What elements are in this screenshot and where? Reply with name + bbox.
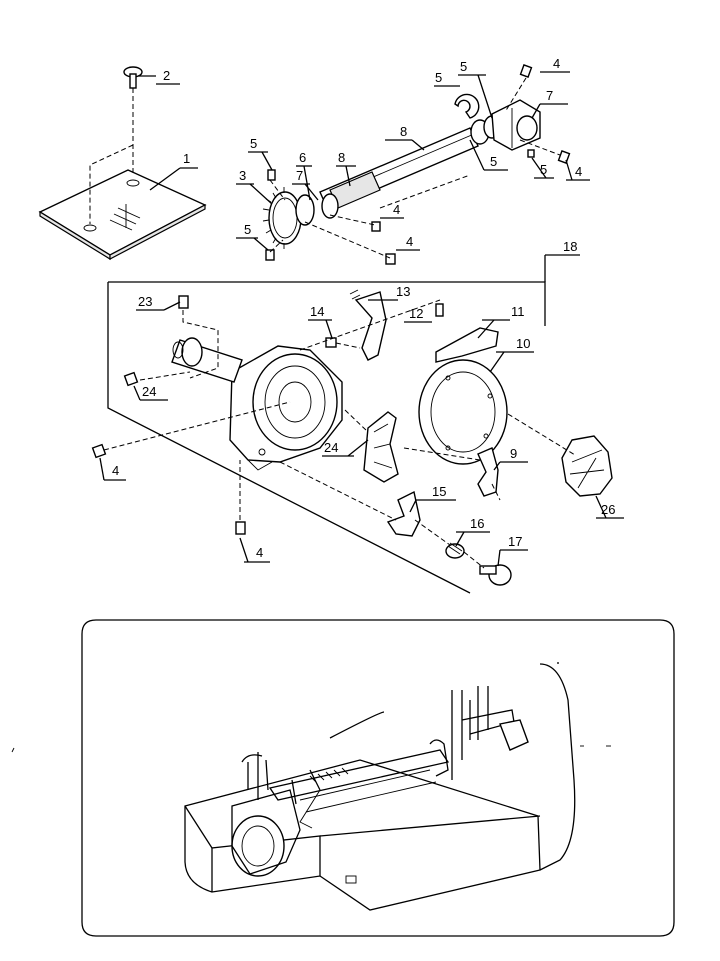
callout-5-right: 5 [531,157,554,179]
callout-15: 9 [493,446,528,471]
svg-text:15: 15 [432,484,446,499]
svg-text:9: 9 [510,446,517,461]
svg-text:7: 7 [546,88,553,103]
callout-17: 16 [455,516,490,547]
latch-16 [386,490,421,537]
callout-11: 5 [469,139,508,171]
svg-text:4: 4 [256,545,263,560]
svg-text:4: 4 [393,202,400,217]
svg-text:5: 5 [490,154,497,169]
base-shaft [171,337,243,383]
callout-14: 18 [544,239,580,282]
callout-8: 8 [336,150,356,187]
callout-16: 15 [409,484,456,513]
retaining-ring [454,93,480,119]
bobbin-holder-plate [363,411,399,483]
callout-23: 14 [308,304,333,339]
svg-text:7: 7 [296,168,303,183]
callout-4-top: 4 [540,56,570,73]
callout-24-top: 23 [136,294,181,311]
svg-text:1: 1 [183,151,190,166]
callout-21: 12 [404,306,432,323]
race-cover [435,327,499,363]
callout-25: 24 [322,439,369,457]
callout-6: 6 [296,150,312,201]
svg-text:5: 5 [244,222,251,237]
svg-text:8: 8 [338,150,345,165]
svg-text:6: 6 [299,150,306,165]
svg-text:12: 12 [409,306,423,321]
callout-24-bottom: 24 [133,384,168,401]
screw-18 [479,564,512,586]
callout-4-right: 4 [565,159,590,181]
gear-hub [295,193,339,226]
machine-overview [184,662,576,911]
svg-text:5: 5 [435,70,442,85]
rotary-hook [561,435,613,497]
hook-base [229,345,343,471]
callout-3: 3 [236,168,273,205]
overview-panel [81,619,675,937]
callout-18: 17 [497,534,528,567]
hook-race-ring [418,359,508,465]
svg-text:2: 2 [163,68,170,83]
callouts: 2 1 5 5 4 7 8 5 5 4 5 6 8 3 7 4 5 4 18 1… [99,56,624,567]
callout-26: 26 [595,495,624,519]
callout-4-lower: 4 [396,234,420,251]
svg-text:24: 24 [142,384,156,399]
callout-1: 1 [149,151,198,191]
svg-text:4: 4 [112,463,119,478]
callout-5-lower: 5 [236,222,269,251]
svg-text:11: 11 [511,304,525,319]
svg-text:10: 10 [516,336,530,351]
svg-text:5: 5 [540,162,547,177]
svg-text:3: 3 [239,168,246,183]
callout-22: 13 [368,284,410,301]
svg-text:16: 16 [470,516,484,531]
svg-text:24: 24 [324,440,338,455]
svg-text:26: 26 [601,502,615,517]
callout-5-upper: 5 [248,136,273,171]
svg-text:4: 4 [575,164,582,179]
callout-13: 7 [531,88,568,119]
svg-text:5: 5 [460,59,467,74]
callout-12: 5 [458,59,493,119]
callout-20: 11 [477,304,525,339]
base-screws [91,295,444,535]
svg-text:4: 4 [553,56,560,71]
latch-15 [477,447,499,497]
svg-text:23: 23 [138,294,152,309]
crank-block [491,99,541,151]
set-screws-upper [265,64,571,265]
spring-17 [445,542,465,559]
svg-text:17: 17 [508,534,522,549]
callout-9: 8 [385,124,425,151]
svg-text:4: 4 [406,234,413,249]
svg-text:5: 5 [250,136,257,151]
svg-text:8: 8 [400,124,407,139]
needle-plate [38,169,207,261]
svg-text:13: 13 [396,284,410,299]
overview-marks [11,745,611,753]
plate-screw [123,66,143,89]
callout-10: 5 [434,70,460,87]
svg-text:18: 18 [563,239,577,254]
callout-4-mid: 4 [380,202,404,219]
callout-4-left: 4 [99,457,126,481]
callout-2: 2 [138,68,180,85]
svg-text:14: 14 [310,304,324,319]
callout-7: 7 [292,168,319,201]
thread-guide [349,289,387,361]
callout-4-bottom: 4 [239,537,270,563]
callout-19: 10 [489,336,534,373]
